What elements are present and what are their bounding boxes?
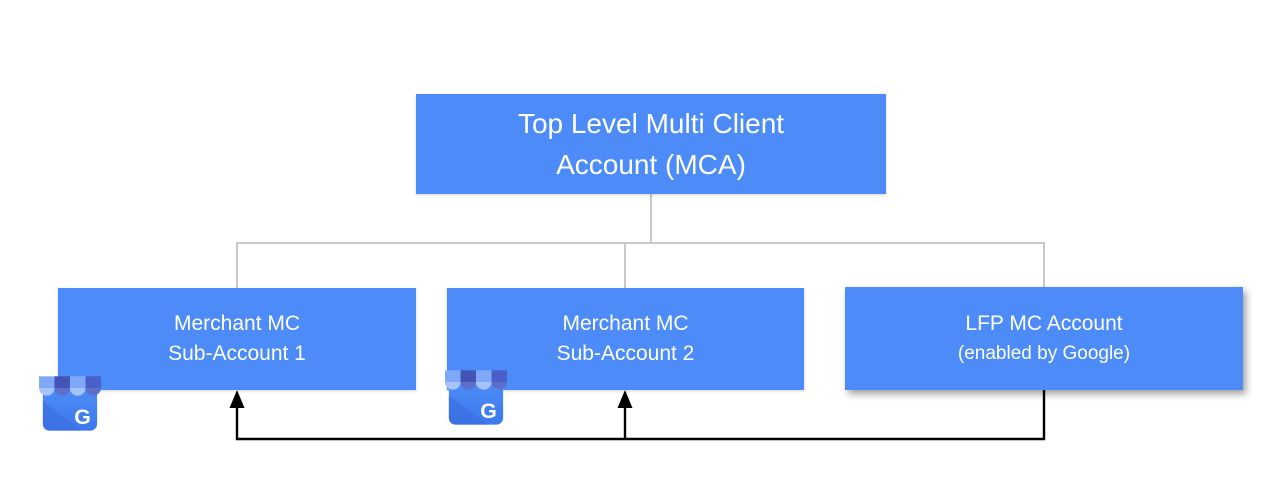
google-g-letter: G [480,399,497,423]
google-my-business-icon: G [445,370,507,425]
node-top-level-mca-line1: Top Level Multi Client [517,108,785,139]
lfp-flow-line [235,390,1046,441]
node-merchant-sub-account-1-line1: Merchant MC [173,312,301,335]
google-g-letter: G [74,405,91,429]
node-lfp-mc-account-line2: (enabled by Google) [957,342,1131,364]
node-lfp-mc-account-line1: LFP MC Account [965,311,1123,335]
arrowhead-to-sub-account-2 [617,390,633,408]
node-top-level-mca-line2: Account (MCA) [556,149,746,180]
storefront-fold [448,395,488,425]
node-merchant-sub-account-1-line2: Sub-Account 1 [168,342,306,365]
storefront-fold [42,401,82,431]
node-top-level-mca: Top Level Multi Client Account (MCA) [416,94,886,194]
google-my-business-icon: G [39,376,101,431]
node-merchant-sub-account-2-line1: Merchant MC [562,312,689,335]
node-merchant-sub-account-2-line2: Sub-Account 2 [556,342,695,365]
tree-connector-lines [236,194,1045,288]
arrowhead-to-sub-account-1 [229,390,245,408]
storefront-awning [39,376,101,396]
node-lfp-mc-account: LFP MC Account (enabled by Google) [845,287,1243,390]
node-merchant-sub-account-1: Merchant MC Sub-Account 1 [58,288,416,390]
storefront-awning [445,370,507,390]
